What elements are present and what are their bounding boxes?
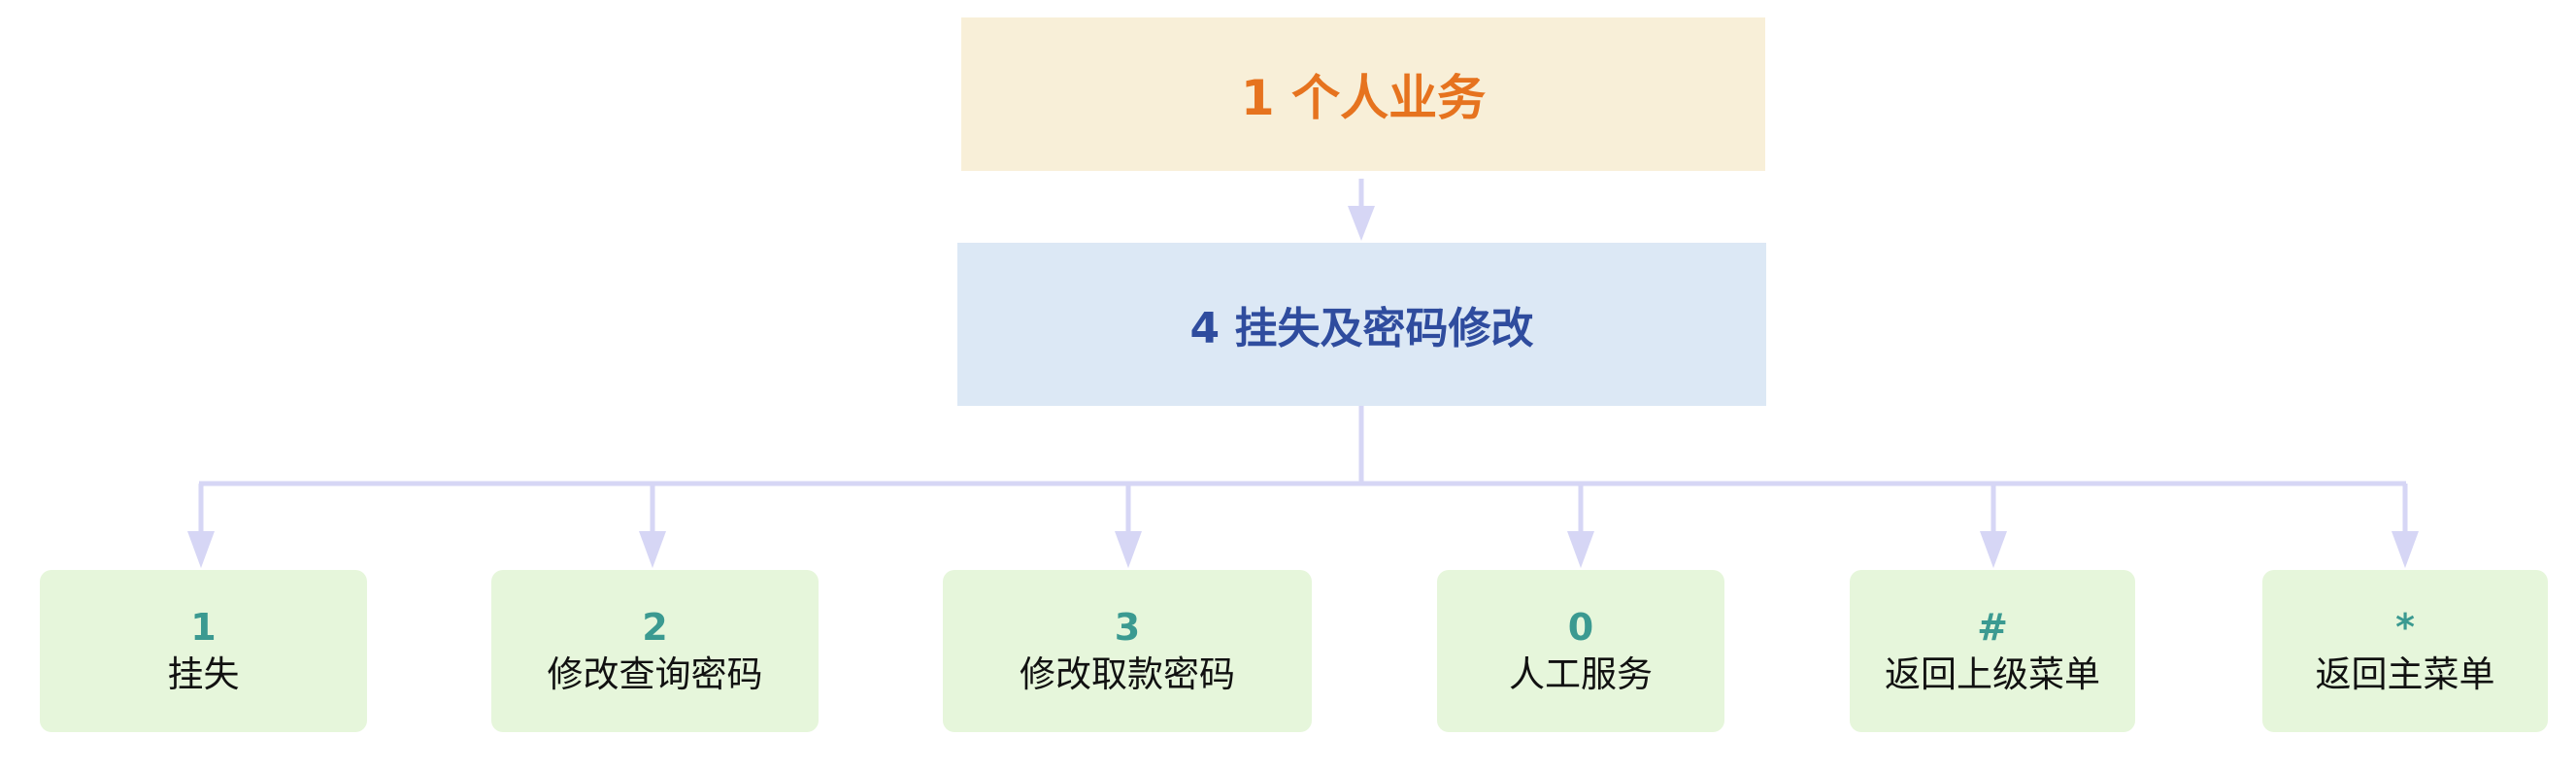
option-node-3: 3 修改取款密码 xyxy=(943,570,1312,732)
option-node-star: * 返回主菜单 xyxy=(2262,570,2548,732)
option-key: 3 xyxy=(1114,605,1141,649)
level2-node-label: 4 挂失及密码修改 xyxy=(1189,304,1534,353)
branch-1 xyxy=(187,484,215,568)
branch-0 xyxy=(1567,484,1594,568)
branch-hash xyxy=(1980,484,2007,568)
branch-2 xyxy=(639,484,666,568)
option-node-2: 2 修改查询密码 xyxy=(491,570,819,732)
option-label: 返回主菜单 xyxy=(2315,653,2495,695)
option-label: 返回上级菜单 xyxy=(1885,653,2100,695)
option-label: 修改取款密码 xyxy=(1020,653,1235,695)
option-label: 修改查询密码 xyxy=(547,653,763,695)
option-node-1: 1 挂失 xyxy=(40,570,367,732)
option-key: # xyxy=(1977,605,2008,649)
arrow-head-1 xyxy=(187,531,215,568)
option-node-hash: # 返回上级菜单 xyxy=(1850,570,2135,732)
arrow-head-star xyxy=(2392,531,2419,568)
root-node: 1 个人业务 xyxy=(961,17,1765,171)
option-label: 挂失 xyxy=(167,653,240,695)
arrow-head-0 xyxy=(1567,531,1594,568)
option-label: 人工服务 xyxy=(1509,653,1653,695)
arrow-head-hash xyxy=(1980,531,2007,568)
option-key: 2 xyxy=(642,605,668,649)
level2-node: 4 挂失及密码修改 xyxy=(957,243,1766,406)
option-key: * xyxy=(2395,605,2415,649)
branch-3 xyxy=(1115,484,1142,568)
root-node-label: 1 个人业务 xyxy=(1240,70,1487,126)
option-node-0: 0 人工服务 xyxy=(1437,570,1724,732)
option-key: 1 xyxy=(190,605,217,649)
arrow-head-3 xyxy=(1115,531,1142,568)
option-key: 0 xyxy=(1567,605,1594,649)
arrow-head-level2 xyxy=(1348,206,1375,241)
branch-star xyxy=(2392,484,2419,568)
arrow-head-2 xyxy=(639,531,666,568)
